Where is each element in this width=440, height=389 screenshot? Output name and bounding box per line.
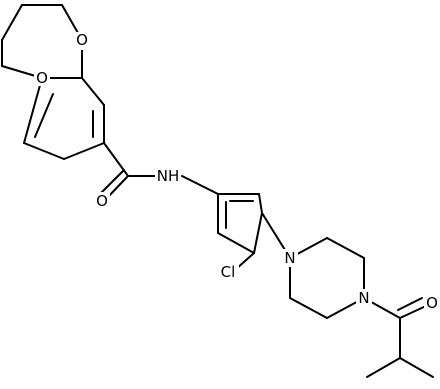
atom-o-dioxane-left: O bbox=[36, 69, 48, 87]
chlorophenyl-ring bbox=[181, 175, 263, 271]
atom-n-piperazine-acyl: N bbox=[358, 289, 369, 307]
isobutyryl-group bbox=[363, 297, 434, 378]
atom-cl: Cl bbox=[221, 263, 236, 281]
atom-labels: O O O NH Cl N N O bbox=[34, 31, 440, 312]
atom-o-dioxane-top: O bbox=[76, 31, 88, 49]
atom-o-isobutyryl-carbonyl: O bbox=[426, 294, 438, 312]
atom-o-amide-carbonyl: O bbox=[96, 192, 108, 210]
piperazine-ring bbox=[261, 212, 365, 319]
atom-n-piperazine-aryl: N bbox=[284, 249, 295, 267]
atom-nh-amide: NH bbox=[157, 167, 180, 185]
benzodioxane-benzene-ring bbox=[23, 77, 105, 160]
amide-linkage bbox=[100, 142, 156, 199]
dioxane-ring bbox=[1, 4, 83, 79]
